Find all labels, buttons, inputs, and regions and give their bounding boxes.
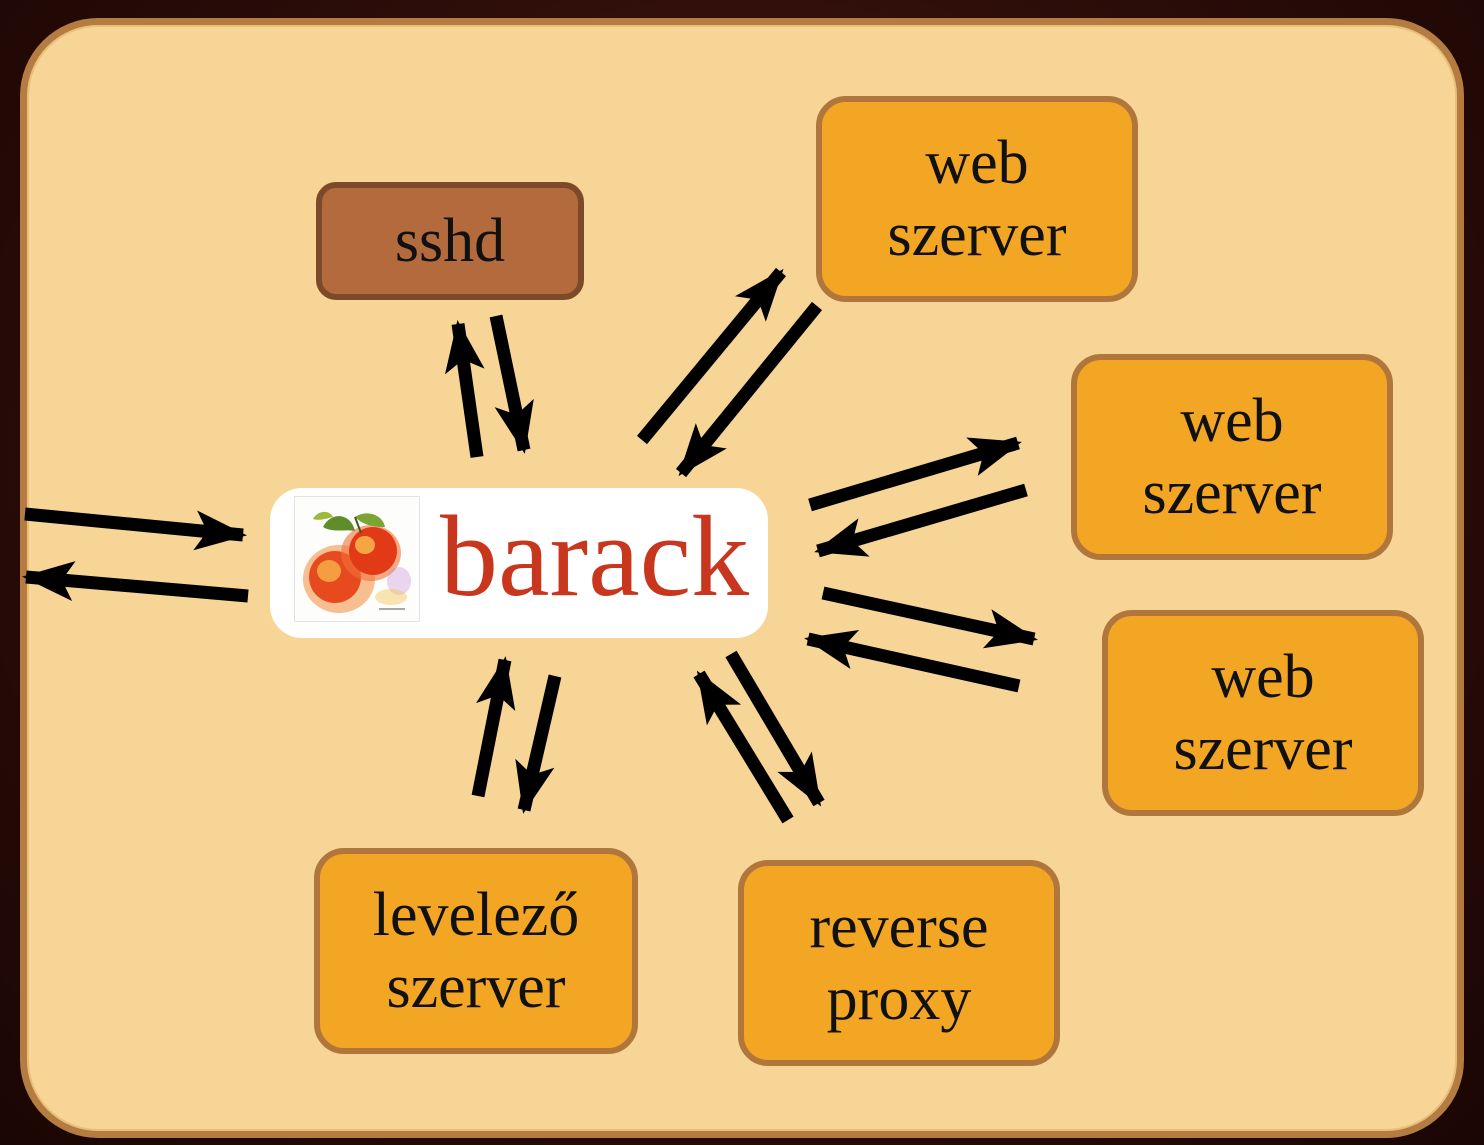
sshd-node[interactable]: sshd	[316, 182, 584, 300]
web-server-3-line1: web	[1211, 643, 1315, 711]
reverse-proxy-line2: proxy	[826, 965, 972, 1033]
barack-title: barack	[440, 493, 750, 621]
web-server-node-3[interactable]: web szerver	[1102, 610, 1424, 816]
web-server-2-line2: szerver	[1142, 459, 1322, 527]
arrow-from-web1	[675, 301, 823, 478]
arrow-to-web1	[636, 267, 787, 445]
web-server-3-line2: szerver	[1173, 715, 1353, 783]
mail-server-line2: szerver	[386, 953, 566, 1021]
mail-server-node[interactable]: levelező szerver	[314, 848, 638, 1054]
arrow-to-sshd	[444, 320, 485, 458]
arrow-client-out	[22, 561, 249, 603]
arrow-from-web3	[804, 629, 1021, 693]
arrow-to-proxy	[725, 650, 825, 807]
arrow-to-mail	[515, 674, 562, 814]
barack-node[interactable]: barack	[270, 488, 768, 638]
reverse-proxy-line1: reverse	[809, 893, 989, 961]
arrow-from-proxy	[693, 670, 794, 824]
web-server-1-line2: szerver	[887, 201, 1067, 269]
arrow-to-web2	[808, 436, 1022, 512]
arrow-client-in	[24, 507, 247, 551]
web-server-1-line1: web	[925, 129, 1029, 197]
arrow-to-web3	[821, 586, 1038, 649]
web-server-node-2[interactable]: web szerver	[1071, 354, 1393, 560]
peach-painting-icon	[294, 496, 420, 622]
web-server-node-1[interactable]: web szerver	[816, 96, 1138, 302]
reverse-proxy-node[interactable]: reverse proxy	[738, 860, 1060, 1066]
arrow-from-web2	[814, 483, 1028, 558]
arrow-from-mail	[471, 656, 516, 798]
arrow-from-sshd	[489, 314, 534, 454]
sshd-label: sshd	[394, 207, 506, 275]
mail-server-line1: levelező	[372, 881, 580, 949]
web-server-2-line1: web	[1180, 387, 1284, 455]
